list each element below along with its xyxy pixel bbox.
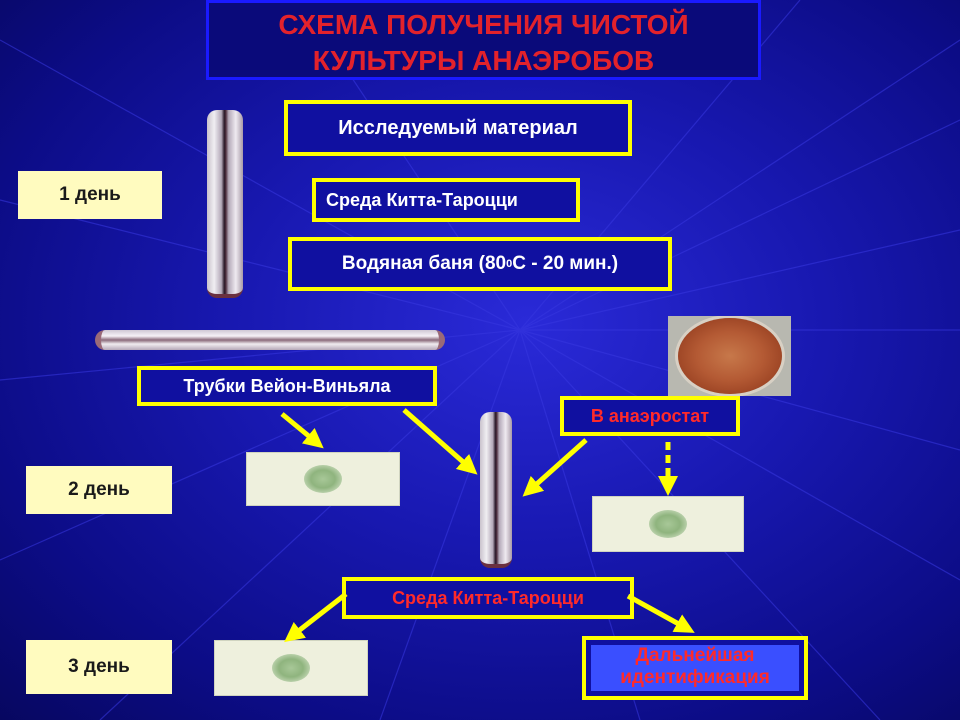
culture-plate-day3 — [214, 640, 368, 696]
title-line-2: КУЛЬТУРЫ АНАЭРОБОВ — [312, 45, 655, 76]
day-1-label: 1 день — [18, 171, 162, 219]
water-bath-prefix: Водяная баня (80 — [341, 253, 507, 274]
kitt-tarozzi-box-2: Среда Китта-Тароцци — [342, 577, 634, 619]
water-bath-suffix: С - 20 мин.) — [512, 253, 619, 274]
kitt-tarozzi-box-1: Среда Китта-Тароцци — [312, 178, 580, 222]
colony — [649, 510, 687, 538]
colony — [304, 465, 342, 493]
water-bath-degree: 0 — [506, 258, 513, 270]
anaerostat-box: В анаэростат — [560, 396, 740, 436]
petri-dish-culture — [678, 318, 782, 394]
culture-plate-day2-right — [592, 496, 744, 552]
colony — [272, 654, 310, 682]
further-identification-label: Дальнейшая идентификация — [591, 645, 799, 691]
further-identification-box: Дальнейшая идентификация — [582, 636, 808, 700]
veillon-tubes-box: Трубки Вейон-Виньяла — [137, 366, 437, 406]
day-2-label: 2 день — [26, 466, 172, 514]
day-3-label: 3 день — [26, 640, 172, 694]
test-tube-day2-image — [480, 412, 512, 568]
petri-dish-image — [668, 316, 791, 396]
test-tube-image — [207, 110, 243, 298]
culture-plate-day2-left — [246, 452, 400, 506]
slide-title: СХЕМА ПОЛУЧЕНИЯ ЧИСТОЙ КУЛЬТУРЫ АНАЭРОБО… — [206, 0, 761, 80]
veillon-tube-image — [95, 330, 445, 350]
title-line-1: СХЕМА ПОЛУЧЕНИЯ ЧИСТОЙ — [278, 9, 689, 40]
material-box: Исследуемый материал — [284, 100, 632, 156]
